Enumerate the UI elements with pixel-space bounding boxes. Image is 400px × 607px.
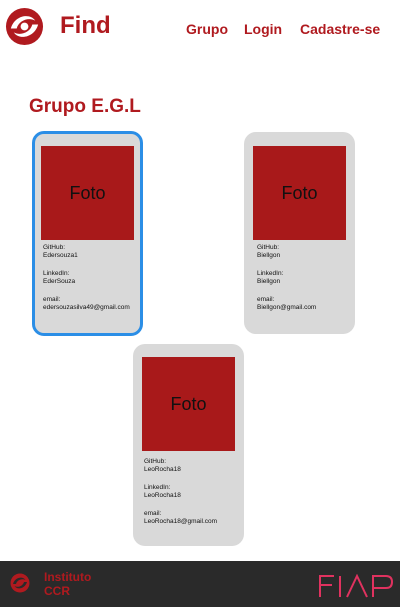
member-info: GitHub: LeoRocha18 LinkedIn: LeoRocha18 …	[144, 458, 241, 536]
member-photo: Foto	[253, 146, 346, 240]
page-footer: Instituto CCR	[0, 561, 400, 607]
member-card[interactable]: Foto GitHub: Edersouza1 LinkedIn: EderSo…	[32, 131, 143, 336]
group-title: Grupo E.G.L	[29, 96, 141, 117]
member-photo: Foto	[142, 357, 235, 451]
linkedin-value[interactable]: EderSouza	[43, 278, 76, 285]
email-value[interactable]: edersouzasilva49@gmail.com	[43, 304, 130, 311]
fiap-logo	[318, 573, 394, 598]
org-line-1: Instituto	[44, 570, 92, 584]
brand-logo-icon[interactable]	[5, 7, 44, 46]
github-label: GitHub:	[43, 244, 66, 251]
email-value[interactable]: LeoRocha18@gmail.com	[144, 518, 218, 525]
github-value[interactable]: Biellgon	[257, 252, 281, 259]
member-info: GitHub: Edersouza1 LinkedIn: EderSouza e…	[43, 244, 143, 322]
member-info: GitHub: Biellgon LinkedIn: Biellgon emai…	[257, 244, 352, 322]
nav-login-link[interactable]: Login	[244, 21, 283, 37]
email-label: email:	[43, 296, 61, 303]
nav-cadastre-se-link[interactable]: Cadastre-se	[300, 21, 381, 37]
email-label: email:	[257, 296, 275, 303]
instituto-ccr-label: Instituto CCR	[44, 570, 91, 598]
member-card[interactable]: Foto GitHub: Biellgon LinkedIn: Biellgon…	[244, 132, 355, 334]
swirl-logo-icon	[10, 573, 30, 593]
github-label: GitHub:	[144, 458, 167, 465]
member-photo: Foto	[41, 146, 134, 240]
linkedin-value[interactable]: Biellgon	[257, 278, 281, 285]
github-label: GitHub:	[257, 244, 280, 251]
linkedin-label: LinkedIn:	[257, 270, 284, 277]
email-label: email:	[144, 510, 162, 517]
brand-name[interactable]: Find	[60, 12, 111, 39]
github-value[interactable]: Edersouza1	[43, 252, 78, 259]
nav-grupo-link[interactable]: Grupo	[186, 21, 228, 37]
linkedin-value[interactable]: LeoRocha18	[144, 492, 181, 499]
github-value[interactable]: LeoRocha18	[144, 466, 181, 473]
member-card[interactable]: Foto GitHub: LeoRocha18 LinkedIn: LeoRoc…	[133, 344, 244, 546]
top-header: Find Grupo Login Cadastre-se	[0, 0, 400, 56]
linkedin-label: LinkedIn:	[144, 484, 171, 491]
org-line-2: CCR	[44, 584, 70, 598]
email-value[interactable]: Biellgon@gmail.com	[257, 304, 317, 311]
linkedin-label: LinkedIn:	[43, 270, 70, 277]
